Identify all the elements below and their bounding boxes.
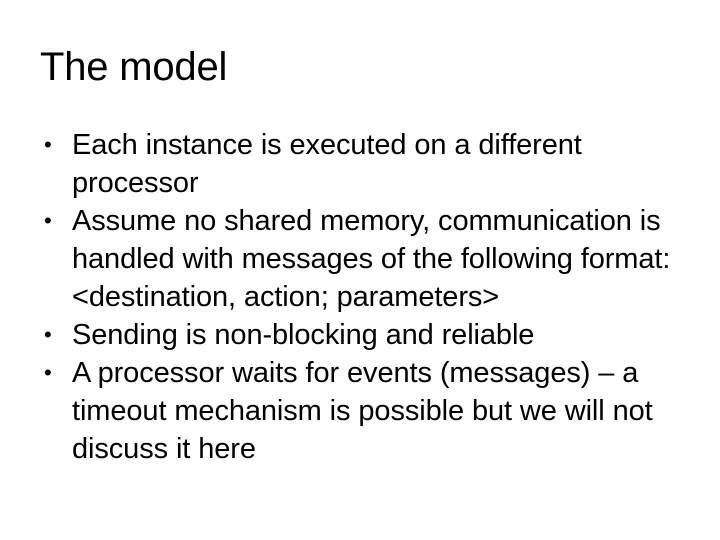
- list-item-text: Each instance is executed on a different…: [72, 129, 582, 199]
- list-item: • Assume no shared memory, communication…: [40, 202, 690, 316]
- bullet-point-icon: •: [44, 322, 52, 347]
- list-item: • Sending is non-blocking and reliable: [40, 316, 690, 354]
- bullet-list: • Each instance is executed on a differe…: [40, 126, 690, 468]
- bullet-point-icon: •: [44, 208, 52, 233]
- bullet-point-icon: •: [44, 132, 52, 157]
- list-item: • Each instance is executed on a differe…: [40, 126, 690, 202]
- bullet-point-icon: •: [44, 360, 52, 385]
- list-item: • A processor waits for events (messages…: [40, 354, 690, 468]
- list-item-text: Assume no shared memory, communication i…: [72, 205, 671, 313]
- list-item-text: A processor waits for events (messages) …: [72, 357, 653, 465]
- page-title: The model: [40, 45, 228, 89]
- list-item-text: Sending is non-blocking and reliable: [72, 319, 535, 351]
